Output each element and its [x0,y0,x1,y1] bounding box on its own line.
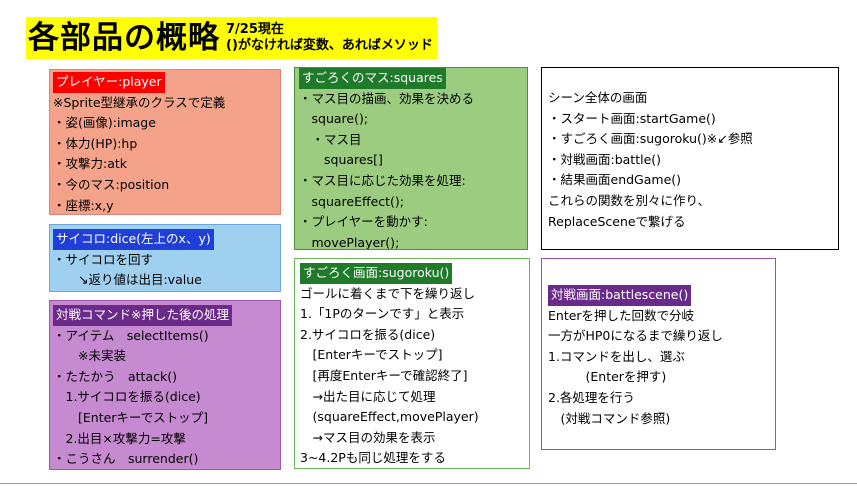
title-date: 7/25現在 [226,22,284,37]
battlescene-line: 2.各処理を行う [548,389,635,405]
scene-line: ・対戦画面:battle() [548,151,662,167]
player-header: プレイヤー:player [53,72,165,93]
player-line: ・今のマス:position [53,176,170,192]
sugoroku-line: ゴールに着くまで下を繰り返し [300,285,476,301]
dice-line: ・サイコロを回す [53,251,154,267]
sugoroku-line: [再度Enterキーで確認終了] [300,367,468,383]
battle-command-line: ※未実装 [53,348,126,364]
sugoroku-box: すごろく画面:sugoroku() ゴールに着くまで下を繰り返し 1.「1Pのタ… [294,258,530,469]
slide-bottom-divider [0,483,857,484]
sugoroku-line: 1.「1Pのターンです」と表示 [300,306,465,322]
battlescene-line: 1.コマンドを出し、選ぶ [548,348,685,364]
battlescene-box: 対戦画面:battlescene() Enterを押した回数で分岐 一方がHP0… [541,258,776,450]
battle-command-header: 対戦コマンド※押した後の処理 [53,305,232,326]
title-note: ()がなければ変数、あればメソッド [226,38,433,53]
sugoroku-line: →マス目の効果を表示 [300,429,436,445]
player-line: ・体力(HP):hp [53,135,138,151]
title-main: 各部品の概略 [28,20,220,56]
battlescene-line: (対戦コマンド参照) [548,410,671,426]
sugoroku-line: 2.サイコロを振る(dice) [300,326,436,342]
battlescene-header: 対戦画面:battlescene() [548,285,692,306]
squares-line: squareEffect(); [299,193,405,209]
player-line: ・攻撃力:atk [53,156,128,172]
battle-command-line: [Enterキーでストップ] [53,409,209,425]
scene-line: ReplaceSceneで繋げる [548,213,686,229]
slide-title: 各部品の概略 7/25現在 ()がなければ変数、あればメソッド [26,17,437,59]
squares-line: square(); [299,111,369,127]
squares-line: ・マス目の描画、効果を決める [299,90,475,106]
squares-line: ・プレイヤーを動かす: [299,214,428,230]
scene-line: ・結果画面endGame() [548,172,682,188]
dice-line: ↘返り値は出目:value [53,272,202,288]
sugoroku-line: (squareEffect,movePlayer) [300,409,479,425]
dice-box: サイコロ:dice(左上のx、y) ・サイコロを回す ↘返り値は出目:value [49,224,281,292]
battle-command-line: ・アイテム selectItems() [53,327,209,343]
scene-overview-box: シーン全体の画面 ・スタート画面:startGame() ・すごろく画面:sug… [541,67,839,250]
scene-line: シーン全体の画面 [548,90,648,105]
squares-line: movePlayer(); [299,234,400,250]
scene-line: ・スタート画面:startGame() [548,110,716,126]
battlescene-line: (Enterを押す) [548,369,667,385]
squares-header: すごろくのマス:squares [299,68,446,89]
player-box: プレイヤー:player ※Sprite型継承のクラスで定義 ・姿(画像):im… [49,69,281,215]
squares-box: すごろくのマス:squares ・マス目の描画、効果を決める square();… [294,67,528,250]
battle-command-line: ・こうさん surrender() [53,451,199,467]
sugoroku-line: 3~4.2Pも同じ処理をする [300,450,446,466]
player-line: ・姿(画像):image [53,115,156,131]
sugoroku-line: →出た目に応じて処理 [300,388,436,404]
player-line: ・座標:x,y [53,197,114,213]
sugoroku-header: すごろく画面:sugoroku() [300,263,453,284]
scene-line: これらの関数を別々に作り、 [548,192,711,208]
battle-command-line: 2.出目×攻撃力=攻撃 [53,430,186,446]
battlescene-line: 一方がHP0になるまで繰り返し [548,328,723,344]
scene-line: ・すごろく画面:sugoroku()※↙参照 [548,131,753,147]
squares-line: squares[] [299,152,383,168]
dice-header: サイコロ:dice(左上のx、y) [53,229,214,250]
battle-command-line: ・たたかう attack() [53,368,177,384]
squares-line: ・マス目 [299,131,362,147]
player-line: ※Sprite型継承のクラスで定義 [53,94,226,110]
squares-line: ・マス目に応じた効果を処理: [299,172,466,188]
battle-command-box: 対戦コマンド※押した後の処理 ・アイテム selectItems() ※未実装 … [49,300,281,470]
battle-command-line: 1.サイコロを振る(dice) [53,389,201,405]
title-subtitle: 7/25現在 ()がなければ変数、あればメソッド [226,22,433,54]
battlescene-line: Enterを押した回数で分岐 [548,307,695,323]
sugoroku-line: [Enterキーでストップ] [300,347,443,363]
